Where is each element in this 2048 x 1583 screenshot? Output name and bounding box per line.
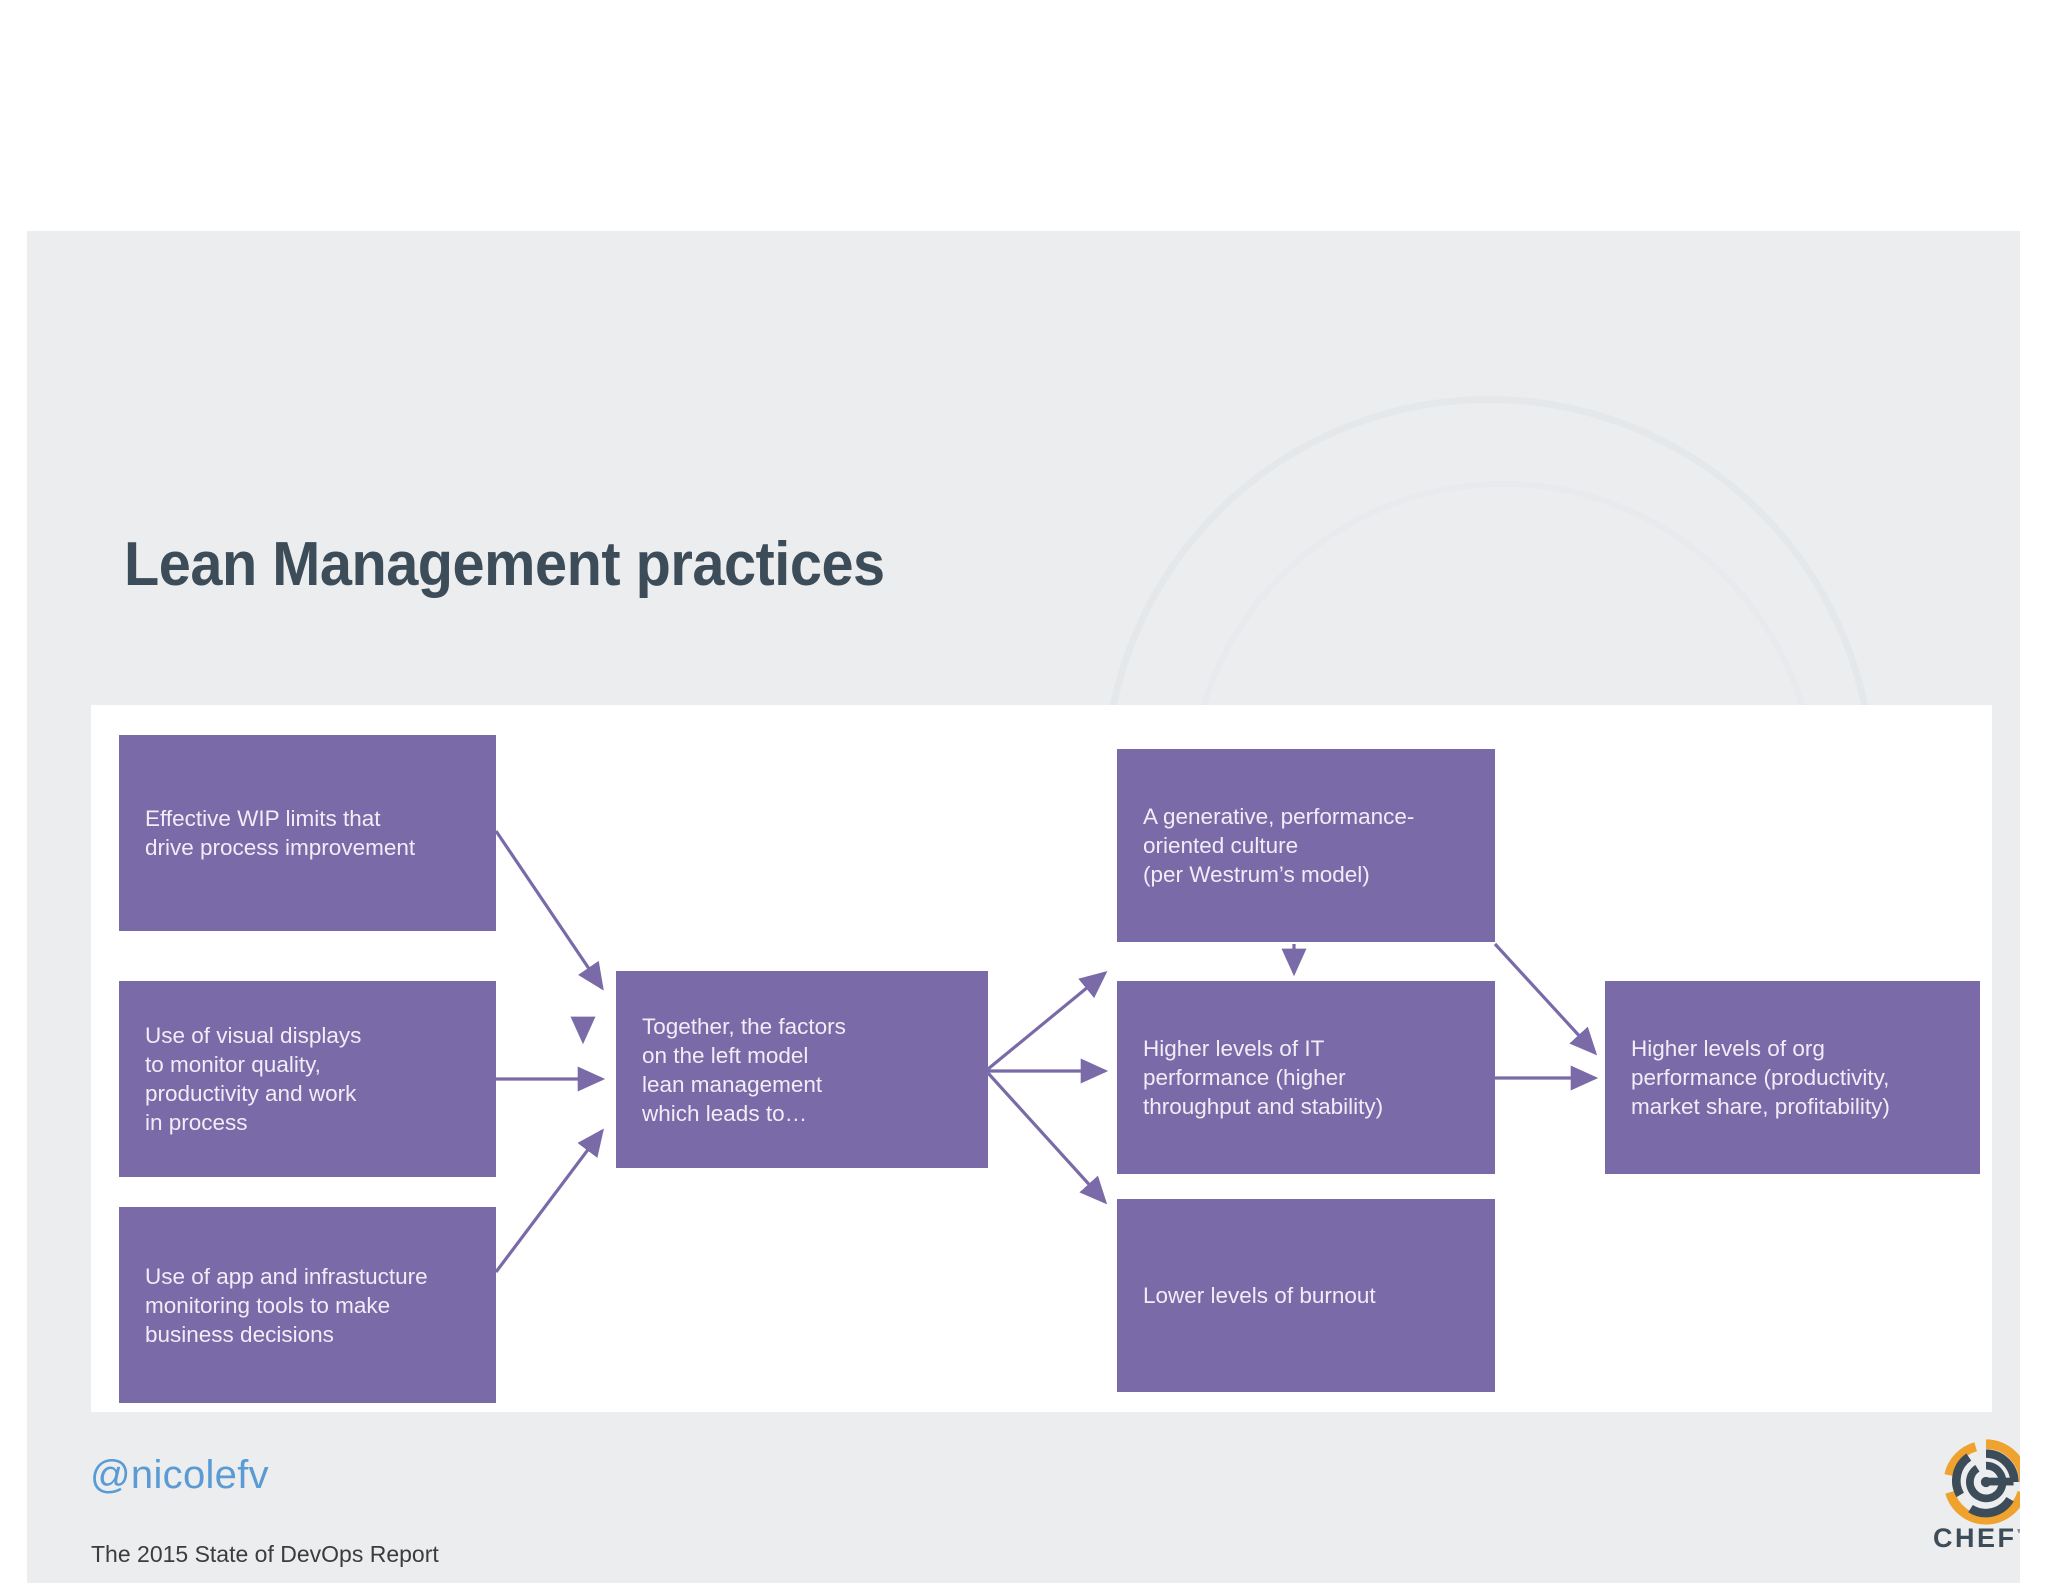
chef-trademark: ™	[2017, 1528, 2021, 1540]
page-title: Lean Management practices	[124, 530, 885, 599]
flow-box-burnout-label: Lower levels of burnout	[1143, 1283, 1376, 1308]
flow-box-wip-label: Effective WIP limits that drive process …	[145, 806, 416, 860]
flow-box-wip[interactable]: Effective WIP limits that drive process …	[119, 735, 496, 931]
flow-box-monitoring-tools[interactable]: Use of app and infrastucture monitoring …	[119, 1207, 496, 1403]
chef-wordmark-text: CHEF	[1933, 1523, 2017, 1553]
flow-box-org-performance[interactable]: Higher levels of org performance (produc…	[1605, 981, 1980, 1174]
twitter-handle[interactable]: @nicolefv	[90, 1453, 269, 1497]
flow-box-visual-displays-label: Use of visual displays to monitor qualit…	[145, 1023, 362, 1135]
source-attribution: The 2015 State of DevOps Report	[91, 1541, 439, 1567]
chef-circle-icon	[1944, 1439, 2020, 1525]
flow-box-generative-culture-label: A generative, performance- oriented cult…	[1143, 804, 1415, 887]
flow-box-it-performance-label: Higher levels of IT performance (higher …	[1143, 1036, 1384, 1119]
flow-box-burnout[interactable]: Lower levels of burnout	[1117, 1199, 1495, 1392]
slide: Lean Management practices Effective WIP …	[27, 231, 2020, 1583]
flow-box-lean-management-label: Together, the factors on the left model …	[642, 1013, 846, 1126]
flow-box-lean-management[interactable]: Together, the factors on the left model …	[616, 971, 988, 1168]
flow-box-org-performance-label: Higher levels of org performance (produc…	[1631, 1036, 1890, 1119]
chef-logo: CHEF™	[1933, 1439, 2020, 1569]
flow-box-generative-culture[interactable]: A generative, performance- oriented cult…	[1117, 749, 1495, 942]
flow-box-visual-displays[interactable]: Use of visual displays to monitor qualit…	[119, 981, 496, 1177]
flow-box-monitoring-tools-label: Use of app and infrastucture monitoring …	[145, 1263, 428, 1347]
chef-wordmark: CHEF™	[1933, 1523, 2020, 1554]
flow-box-it-performance[interactable]: Higher levels of IT performance (higher …	[1117, 981, 1495, 1174]
